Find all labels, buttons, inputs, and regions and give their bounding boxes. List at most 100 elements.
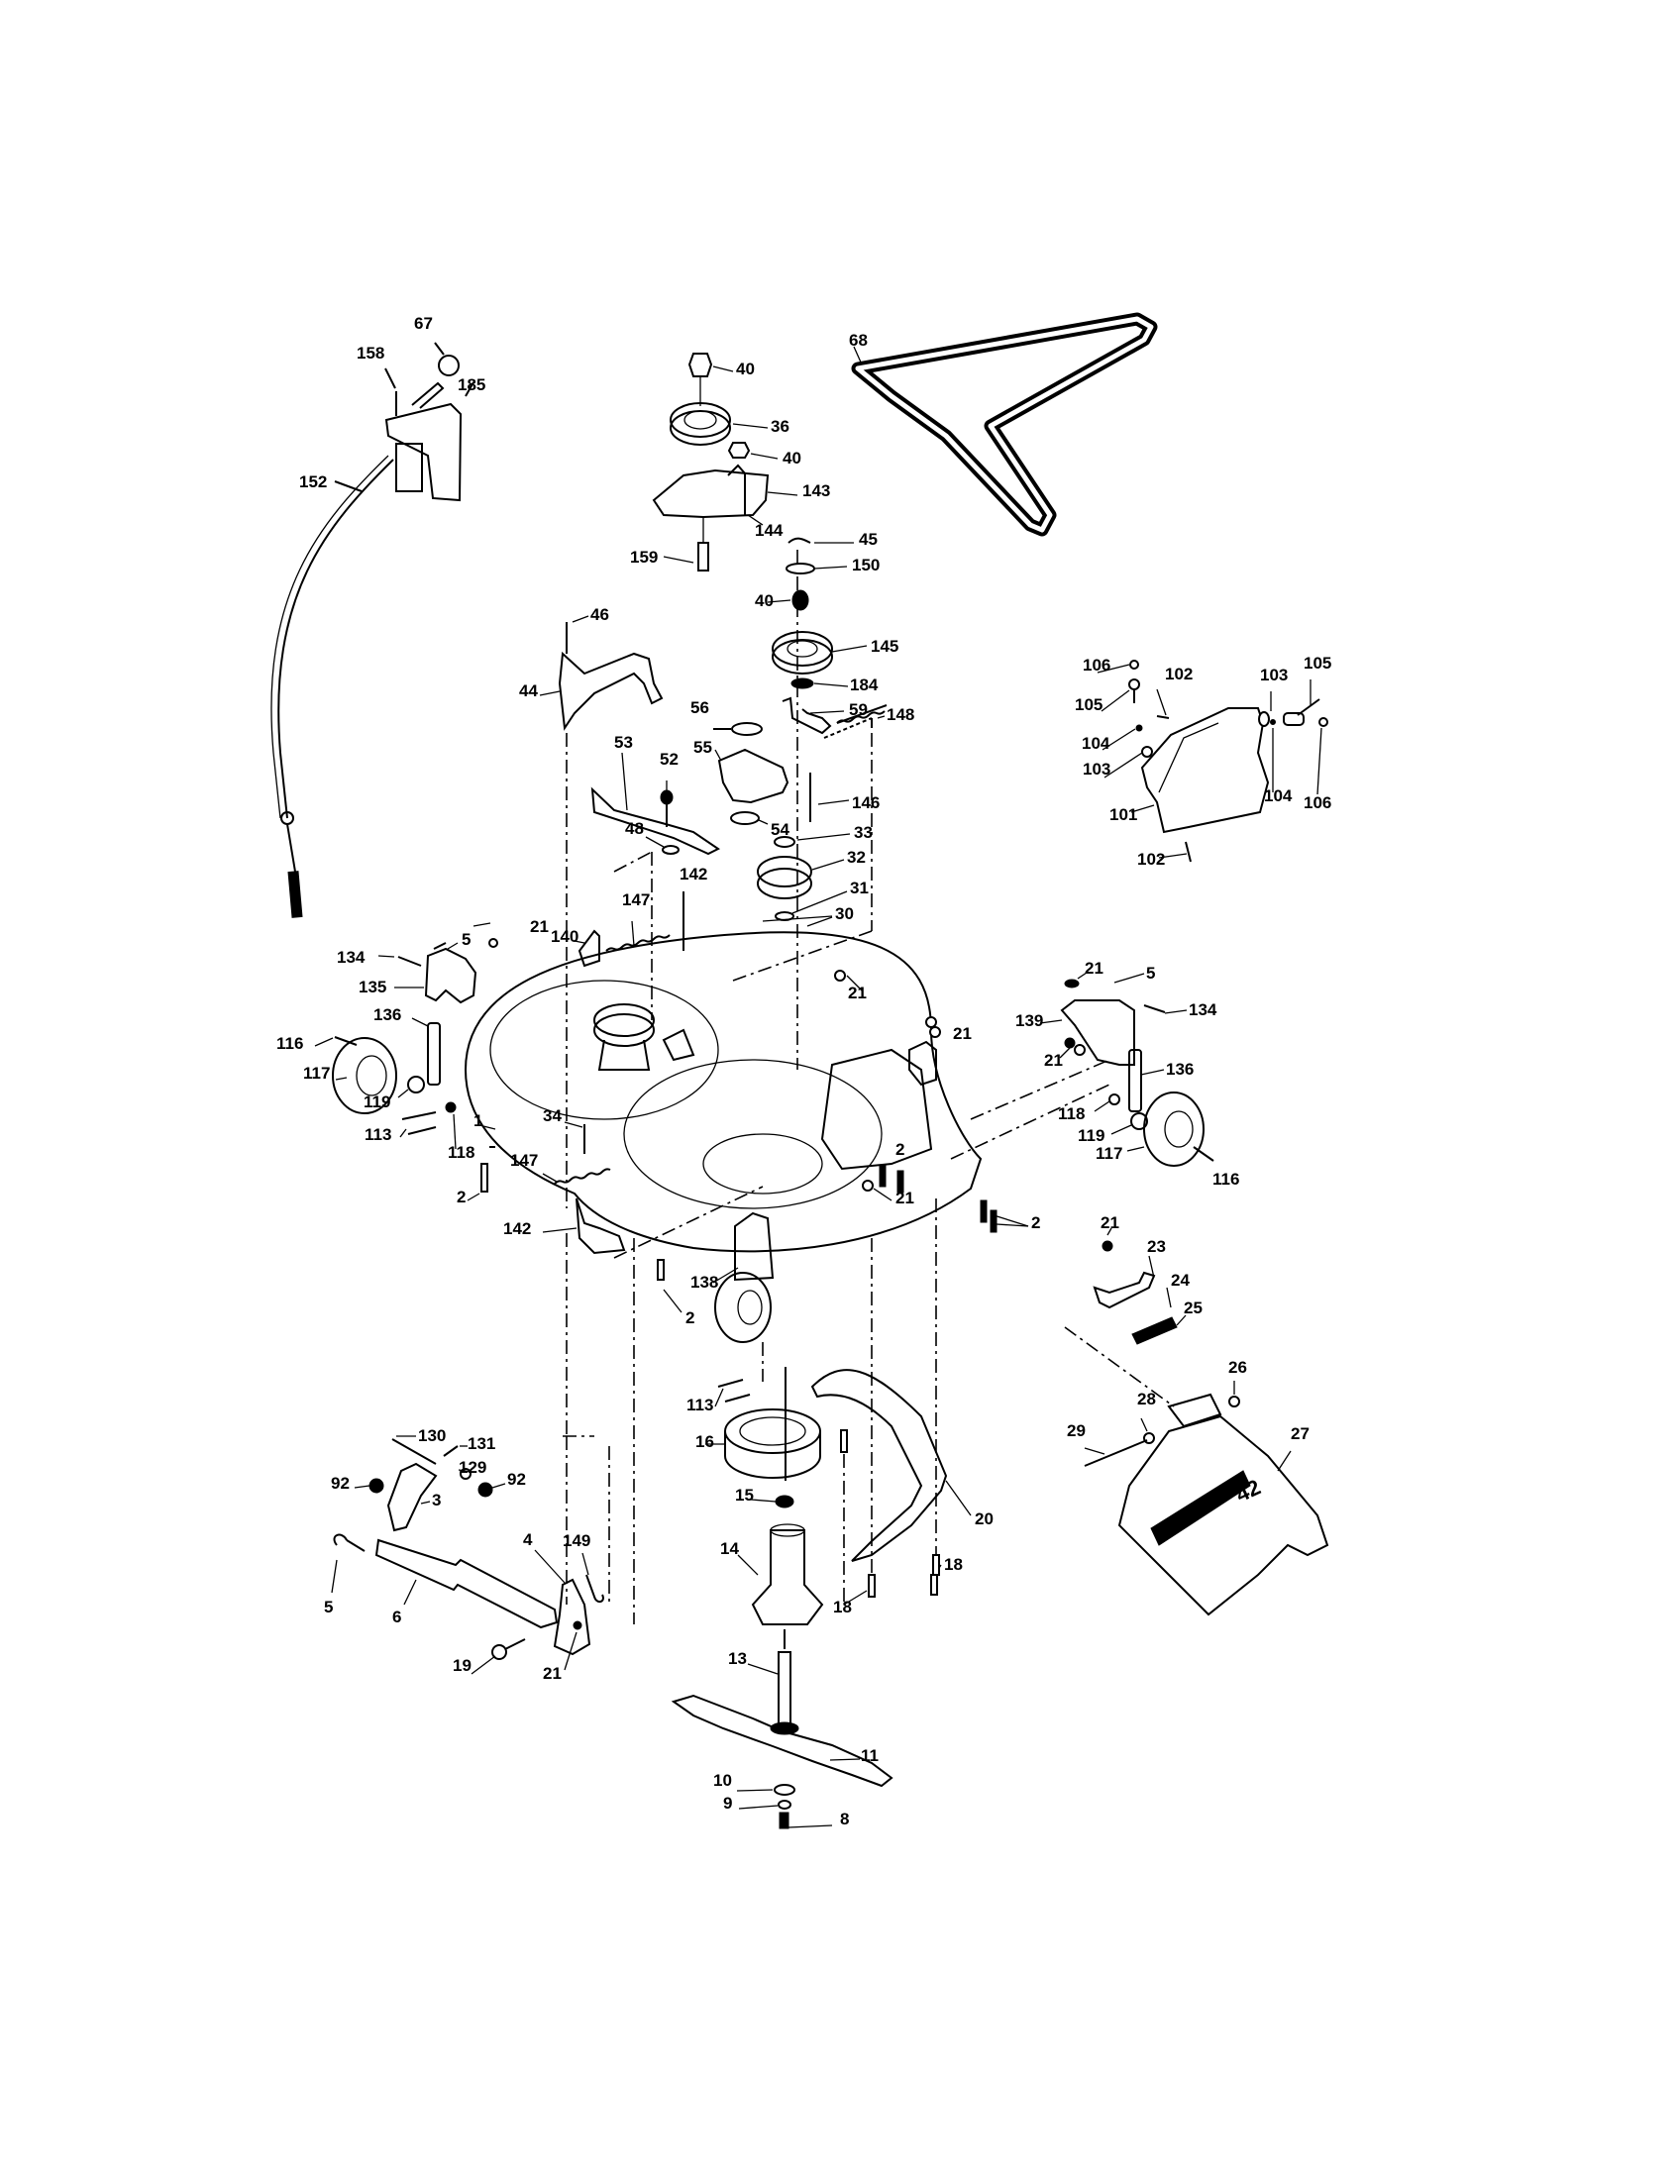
part-callout-158: 158 [357,344,385,363]
part-callout-46: 46 [590,605,609,624]
part-callout-139: 139 [1015,1011,1044,1030]
part-callout-119: 119 [364,1092,391,1111]
part-callout-34: 34 [543,1106,562,1125]
part-callout-40: 40 [755,591,774,610]
part-callout-3: 3 [432,1491,442,1509]
part-callout-2: 2 [685,1308,695,1327]
part-callout-131: 131 [468,1434,496,1453]
part-callout-149: 149 [563,1531,591,1550]
part-callout-5: 5 [1146,964,1156,983]
part-callout-92: 92 [507,1470,526,1489]
part-callout-117: 117 [1096,1144,1123,1163]
idler-lever [590,752,720,1020]
part-callout-134: 134 [1189,1000,1217,1019]
part-callout-8: 8 [840,1810,850,1828]
part-callout-1: 1 [473,1111,483,1130]
part-callout-118: 118 [448,1143,475,1162]
part-callout-150: 150 [852,556,881,574]
part-callout-104: 104 [1264,786,1293,805]
part-callout-25: 25 [1184,1299,1203,1317]
part-callout-33: 33 [854,823,873,842]
part-callout-56: 56 [690,698,709,717]
part-callout-147: 147 [510,1151,539,1170]
clutch-lever-assembly [270,342,474,918]
part-callout-92: 92 [331,1474,350,1493]
part-callout-13: 13 [728,1649,747,1668]
part-callout-142: 142 [680,865,708,884]
part-callout-59: 59 [849,700,868,719]
part-callout-67: 67 [414,314,433,333]
part-callout-184: 184 [850,676,879,694]
belt-guard [539,615,664,1208]
part-callout-143: 143 [802,481,831,500]
part-callout-16: 16 [695,1432,714,1451]
part-callout-10: 10 [713,1771,732,1790]
front-wheel [542,1186,775,1624]
part-callout-2: 2 [457,1188,467,1206]
part-callout-26: 26 [1228,1358,1247,1377]
part-callout-20: 20 [975,1509,994,1528]
part-callout-40: 40 [736,360,755,378]
part-callout-140: 140 [551,927,579,946]
baffle [810,1198,972,1606]
part-callout-30: 30 [835,904,854,923]
spindle-assembly [671,1367,893,1829]
part-callout-5: 5 [462,930,472,949]
part-callout-102: 102 [1165,665,1194,683]
discharge-chute: 42 [1064,1227,1329,1616]
part-callout-129: 129 [459,1458,487,1477]
part-callout-116: 116 [276,1034,304,1053]
part-callout-134: 134 [337,948,366,967]
part-callout-54: 54 [771,820,789,839]
part-callout-146: 146 [852,793,881,812]
part-callout-21: 21 [895,1189,914,1207]
part-callout-21: 21 [530,917,549,936]
part-callout-136: 136 [1166,1060,1195,1079]
part-callout-105: 105 [1304,654,1332,673]
part-callout-18: 18 [833,1598,852,1616]
part-callout-15: 15 [735,1486,754,1505]
part-callout-106: 106 [1304,793,1332,812]
part-callout-102: 102 [1137,850,1166,869]
part-callout-152: 152 [299,472,328,491]
part-callout-36: 36 [771,417,789,436]
part-callout-44: 44 [519,681,538,700]
left-gauge-wheel [314,922,498,1150]
part-callout-185: 185 [458,375,486,394]
part-callout-52: 52 [660,750,679,769]
part-callout-21: 21 [1085,959,1103,978]
part-callout-14: 14 [720,1539,739,1558]
part-callout-32: 32 [847,848,866,867]
part-callout-9: 9 [723,1794,733,1813]
part-callout-53: 53 [614,733,633,752]
part-callout-159: 159 [630,548,659,567]
part-callout-21: 21 [543,1664,562,1683]
part-callout-138: 138 [690,1273,719,1292]
part-callout-148: 148 [887,705,915,724]
part-callout-135: 135 [359,978,387,996]
part-callout-29: 29 [1067,1421,1086,1440]
part-callout-19: 19 [453,1656,472,1675]
part-callout-21: 21 [953,1024,972,1043]
part-callout-130: 130 [418,1426,447,1445]
part-callout-21: 21 [848,984,867,1002]
part-callout-68: 68 [849,331,868,350]
part-callout-21: 21 [1101,1213,1119,1232]
idler-arm-assembly [713,537,888,1070]
part-callout-23: 23 [1147,1237,1166,1256]
part-callout-2: 2 [895,1140,905,1159]
part-callout-101: 101 [1109,805,1138,824]
part-callout-145: 145 [871,637,899,656]
part-callout-118: 118 [1058,1104,1086,1123]
part-callout-5: 5 [324,1598,334,1616]
right-gauge-wheel [950,972,1214,1167]
deck-housing [464,891,1029,1253]
part-callout-142: 142 [503,1219,532,1238]
part-callout-136: 136 [373,1005,402,1024]
part-callout-117: 117 [303,1064,331,1083]
drive-belt [851,312,1158,537]
part-callout-103: 103 [1260,666,1289,684]
part-callout-24: 24 [1171,1271,1190,1290]
